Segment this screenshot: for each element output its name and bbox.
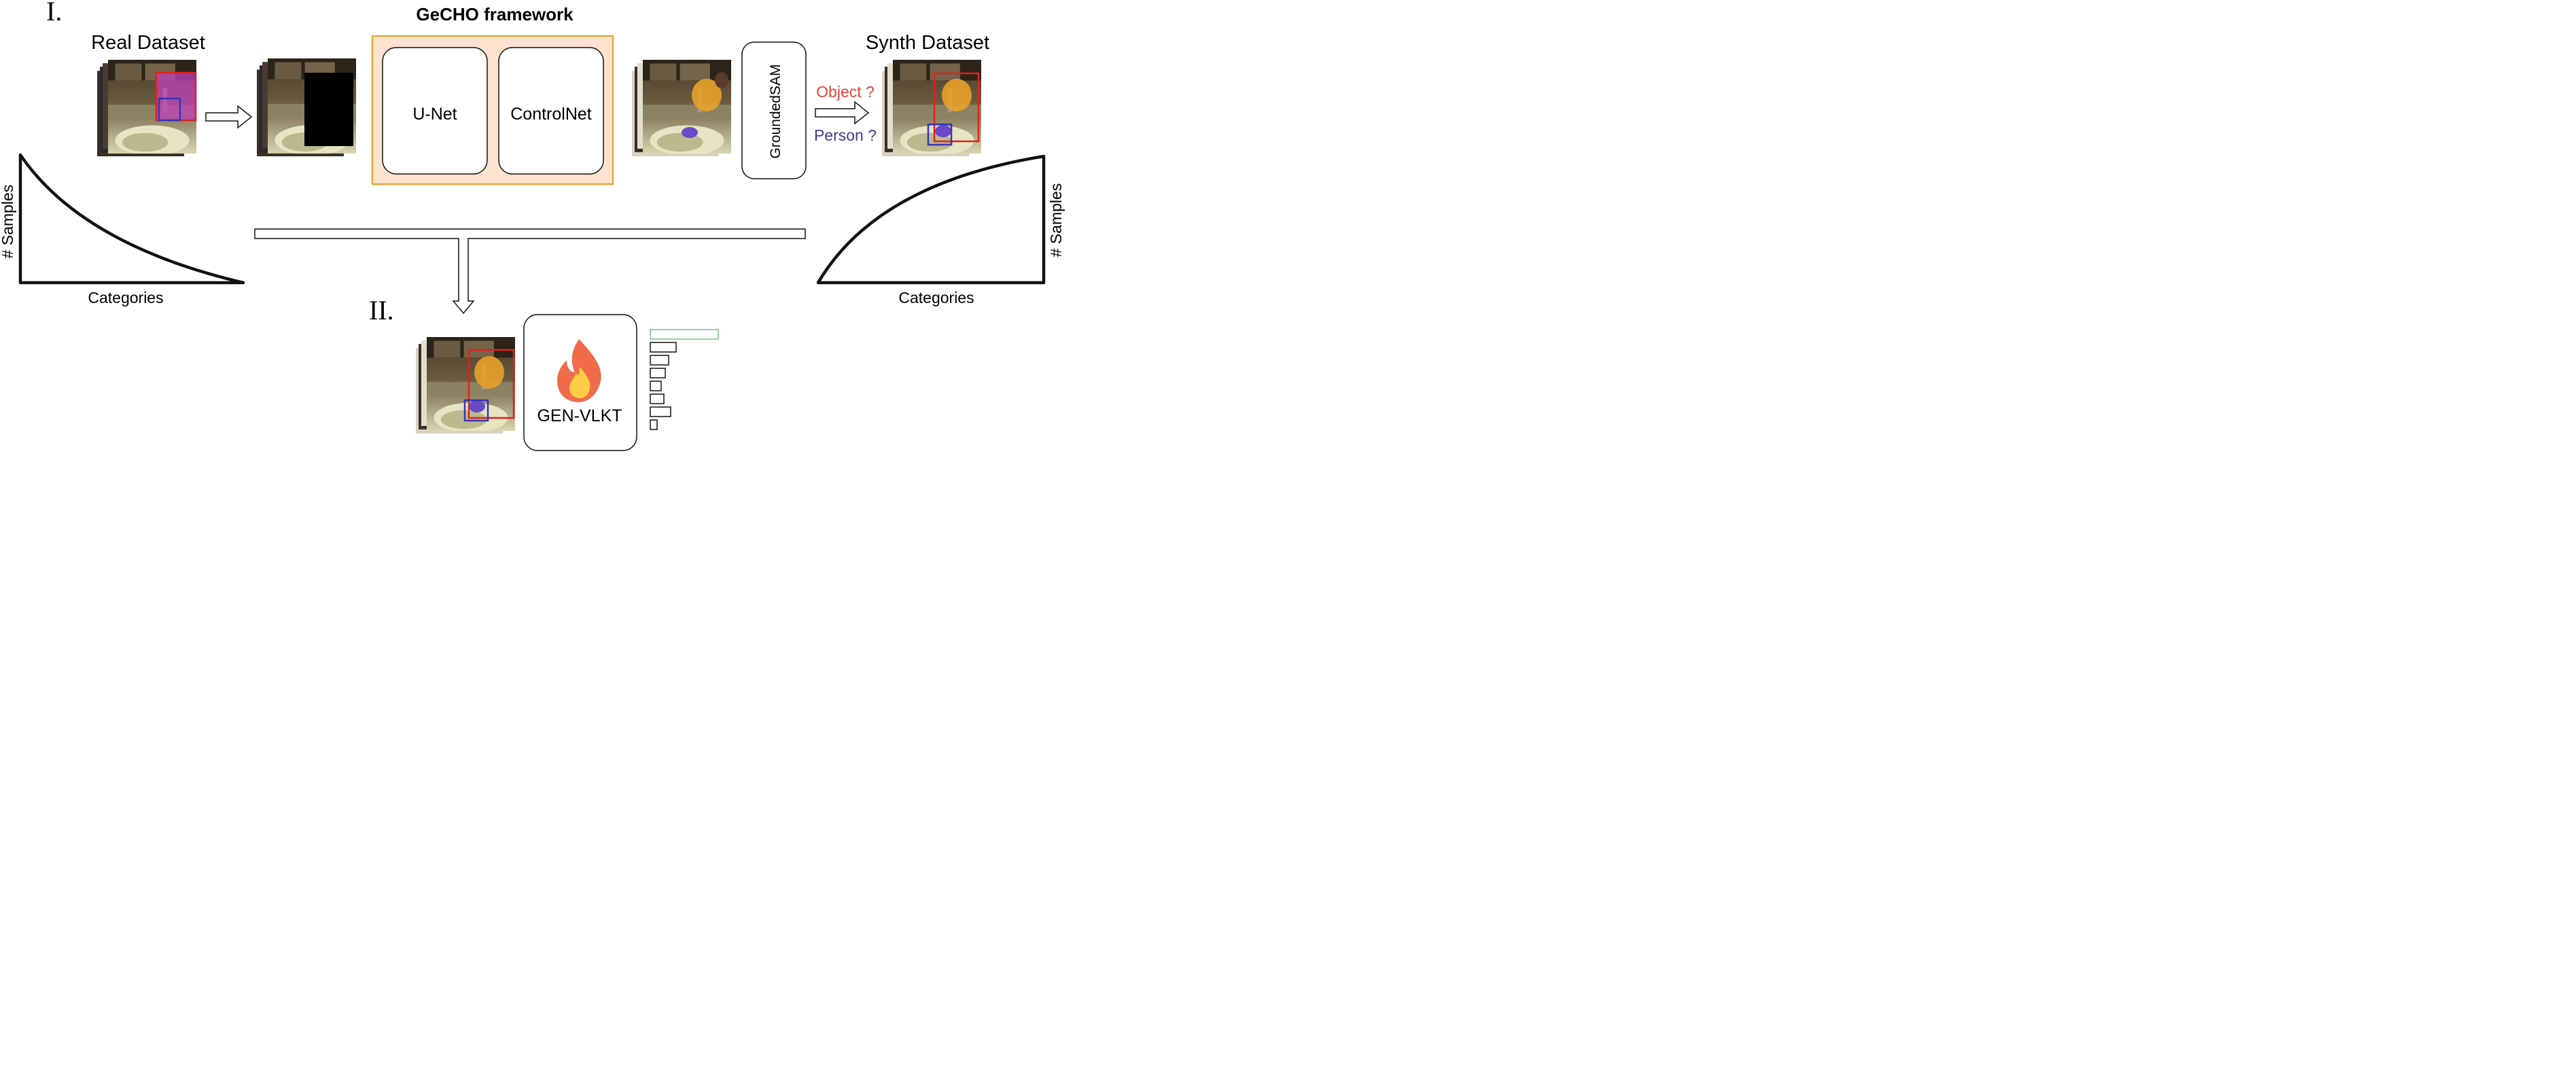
fire-icon (557, 339, 601, 402)
histogram-bar (650, 368, 666, 378)
real-xlabel: Categories (88, 289, 163, 306)
gen-vlkt-label: GEN-VLKT (537, 406, 622, 425)
grounded-sam-block (741, 41, 807, 179)
person-bounding-box (463, 399, 489, 422)
pipeline-diagram: I. Real Dataset GeCHO framework Synth Da… (0, 0, 1065, 451)
histogram-bar (650, 406, 671, 417)
object-bounding-box (933, 72, 980, 143)
framework-title: GeCHO framework (416, 4, 574, 24)
masked-images (257, 58, 356, 156)
histogram-bar (650, 329, 719, 340)
generated-images (632, 60, 731, 156)
grounded-sam-label: GroundedSAM (768, 65, 783, 159)
person-bounding-box (927, 123, 953, 146)
arrow-right-icon (205, 105, 253, 129)
category-histogram (650, 329, 719, 430)
arrow-right-icon (815, 101, 870, 125)
controlnet-block (498, 47, 604, 175)
real-distribution-curve (18, 153, 245, 285)
section-one-numeral: I. (46, 0, 62, 27)
synth-ylabel: # Samples (1047, 183, 1065, 258)
histogram-bar (650, 355, 669, 366)
controlnet-label: ControlNet (510, 105, 592, 124)
histogram-bar (650, 342, 677, 353)
synth-xlabel: Categories (898, 289, 974, 306)
real-dataset-title: Real Dataset (91, 32, 205, 54)
histogram-bar (650, 381, 662, 391)
real-dataset-images (97, 60, 197, 156)
object-bounding-box (467, 349, 515, 419)
training-images (416, 337, 515, 434)
synth-dataset-images (882, 60, 981, 156)
unet-block (382, 47, 488, 175)
unet-label: U-Net (412, 105, 457, 124)
real-ylabel: # Samples (0, 185, 16, 259)
synth-dataset-title: Synth Dataset (866, 32, 989, 54)
person-query-label: Person ? (814, 126, 877, 144)
merge-arrow (254, 228, 806, 315)
synth-distribution-curve (816, 154, 1046, 285)
histogram-bar (650, 419, 658, 430)
section-two-numeral: II. (369, 295, 394, 325)
object-query-label: Object ? (816, 83, 875, 101)
person-bounding-box (158, 97, 181, 122)
histogram-bar (650, 393, 665, 404)
